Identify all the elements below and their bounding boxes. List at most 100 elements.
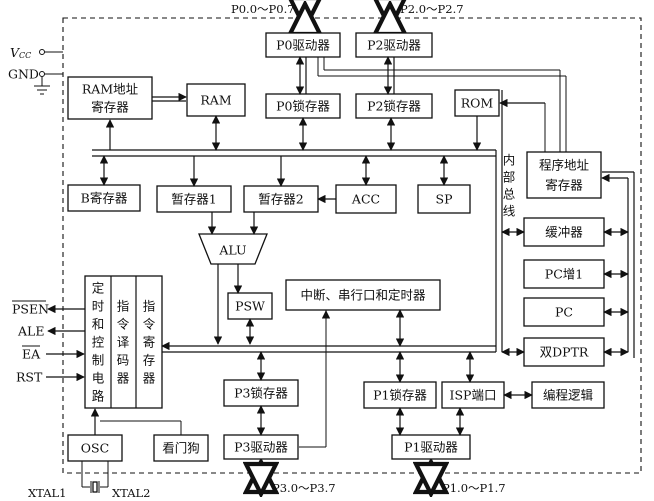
p1-latch-block: P1锁存器 [363,381,437,409]
programming-logic-block: 编程逻辑 [531,381,605,409]
svg-text:ISP端口: ISP端口 [450,388,497,403]
col-timing-char: 制 [92,353,105,368]
svg-text:ROM: ROM [461,96,494,111]
dual-dptr-block: 双DPTR [523,337,605,367]
vcc-pin [39,49,45,55]
col-ireg-char: 指 [143,299,156,314]
ram-block: RAM [186,83,246,117]
svg-text:P0锁存器: P0锁存器 [276,99,330,114]
svg-text:看门狗: 看门狗 [162,441,200,456]
svg-text:P3驱动器: P3驱动器 [234,440,288,455]
svg-text:ACC: ACC [351,192,380,207]
col-decoder-char: 码 [117,353,130,368]
ale-label: ALE [17,324,44,339]
p1-pin-label: P1.0～P1.7 [442,481,506,495]
svg-text:B寄存器: B寄存器 [81,191,128,206]
interrupt-serial-timer-block: 中断、串行口和定时器 [285,279,441,311]
p0-driver-block: P0驱动器 [265,32,341,58]
bus-label-char: 内 [503,153,516,168]
svg-text:中断、串行口和定时器: 中断、串行口和定时器 [300,288,426,303]
ram-address-register-block: RAM地址 寄存器 [67,76,153,120]
svg-text:寄存器: 寄存器 [545,178,583,193]
svg-text:P2驱动器: P2驱动器 [367,38,421,53]
bus-wiring [81,56,635,493]
svg-text:缓冲器: 缓冲器 [545,225,583,240]
p3-driver-block: P3驱动器 [223,434,299,460]
svg-text:PSW: PSW [235,299,265,314]
buffer-block: 缓冲器 [523,217,605,247]
psw-block: PSW [227,292,273,320]
svg-text:PC增1: PC增1 [545,267,583,282]
svg-text:暂存器1: 暂存器1 [171,192,216,207]
svg-text:P1锁存器: P1锁存器 [373,388,427,403]
svg-text:双DPTR: 双DPTR [540,345,589,360]
svg-text:P2锁存器: P2锁存器 [367,99,421,114]
svg-text:编程逻辑: 编程逻辑 [543,388,593,403]
p0-pin-label: P0.0～P0.7 [231,2,295,16]
rst-label: RST [16,370,43,385]
svg-text:OSC: OSC [81,441,109,456]
bus-label-char: 部 [503,170,516,185]
svg-text:P3锁存器: P3锁存器 [234,386,288,401]
p2-driver-block: P2驱动器 [355,32,433,58]
p3-latch-block: P3锁存器 [223,379,299,407]
p1-driver-block: P1驱动器 [391,434,471,460]
p2-latch-block: P2锁存器 [355,93,433,119]
alu-block: ALU [198,233,268,265]
xtal1-label: XTAL1 [28,486,67,500]
col-decoder-char: 译 [117,335,130,350]
program-address-register-block: 程序地址 寄存器 [526,151,602,199]
svg-text:P0驱动器: P0驱动器 [276,38,330,53]
col-timing-char: 电 [92,371,105,386]
col-ireg-char: 寄 [143,335,156,350]
svg-text:暂存器2: 暂存器2 [258,192,303,207]
ea-label: EA [22,347,41,362]
isp-port-block: ISP端口 [441,381,505,409]
xtal2-label: XTAL2 [112,486,151,500]
svg-text:SP: SP [436,192,453,207]
bus-label-char: 总 [503,187,516,202]
temp-register-1-block: 暂存器1 [156,185,232,213]
svg-text:RAM地址: RAM地址 [82,82,139,97]
p0-latch-block: P0锁存器 [265,93,341,119]
svg-text:寄存器: 寄存器 [91,100,129,115]
col-timing-char: 路 [92,389,105,404]
pc-block: PC [523,297,605,327]
watchdog-block: 看门狗 [153,434,209,462]
svg-text:程序地址: 程序地址 [539,158,590,173]
col-timing-char: 时 [92,299,105,314]
col-ireg-char: 令 [143,317,156,332]
acc-block: ACC [335,184,397,214]
osc-block: OSC [67,434,123,462]
temp-register-2-block: 暂存器2 [243,185,319,213]
p2-pin-label: P2.0～P2.7 [400,2,464,16]
sp-block: SP [417,184,471,214]
gnd-pin [39,71,45,77]
svg-text:RAM: RAM [200,93,231,108]
pc-incrementer-block: PC增1 [523,259,605,289]
vcc-label: VCC [10,45,31,60]
col-timing-char: 定 [92,281,105,296]
col-timing-char: 和 [92,317,105,332]
col-decoder-char: 令 [117,317,130,332]
power-pins: VCC GND [8,45,63,95]
control-pins: PSEN ALE EA RST [12,300,85,385]
psen-label: PSEN [12,302,49,317]
col-ireg-char: 存 [143,353,156,368]
chip-boundary [62,17,642,474]
col-timing-char: 控 [92,335,105,350]
bus-label-char: 线 [503,204,516,219]
col-decoder-char: 指 [117,299,130,314]
svg-text:P1驱动器: P1驱动器 [404,440,458,455]
gnd-label: GND [8,67,39,82]
p3-pin-label: P3.0～P3.7 [272,481,336,495]
svg-text:ALU: ALU [218,243,246,258]
svg-text:PC: PC [555,305,573,320]
rom-block: ROM [454,89,500,117]
